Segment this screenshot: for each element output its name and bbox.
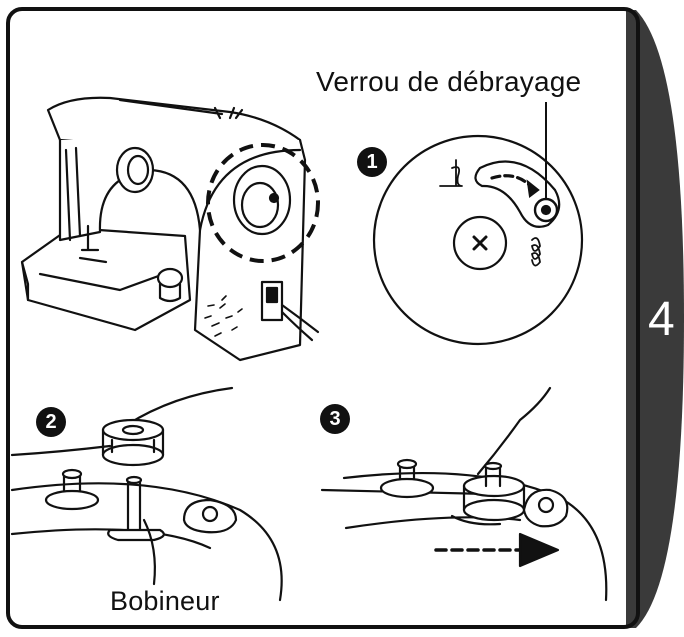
bobbin-winder-illustration [10, 386, 283, 602]
step-3-badge: 3 [320, 404, 350, 434]
handwheel-highlight [206, 143, 320, 263]
step-1-badge: 1 [357, 147, 387, 177]
handwheel-closeup [372, 134, 584, 346]
page-number: 4 [648, 293, 675, 346]
bobbin-on-spindle-illustration [320, 386, 608, 602]
release-lever-label: Verrou de débrayage [316, 66, 582, 97]
diagram-frame [6, 7, 640, 629]
sewing-machine-illustration [20, 96, 320, 362]
page-tab [626, 10, 684, 628]
bobbin-winder-label: Bobineur [110, 586, 220, 616]
step-2-badge: 2 [36, 407, 66, 437]
